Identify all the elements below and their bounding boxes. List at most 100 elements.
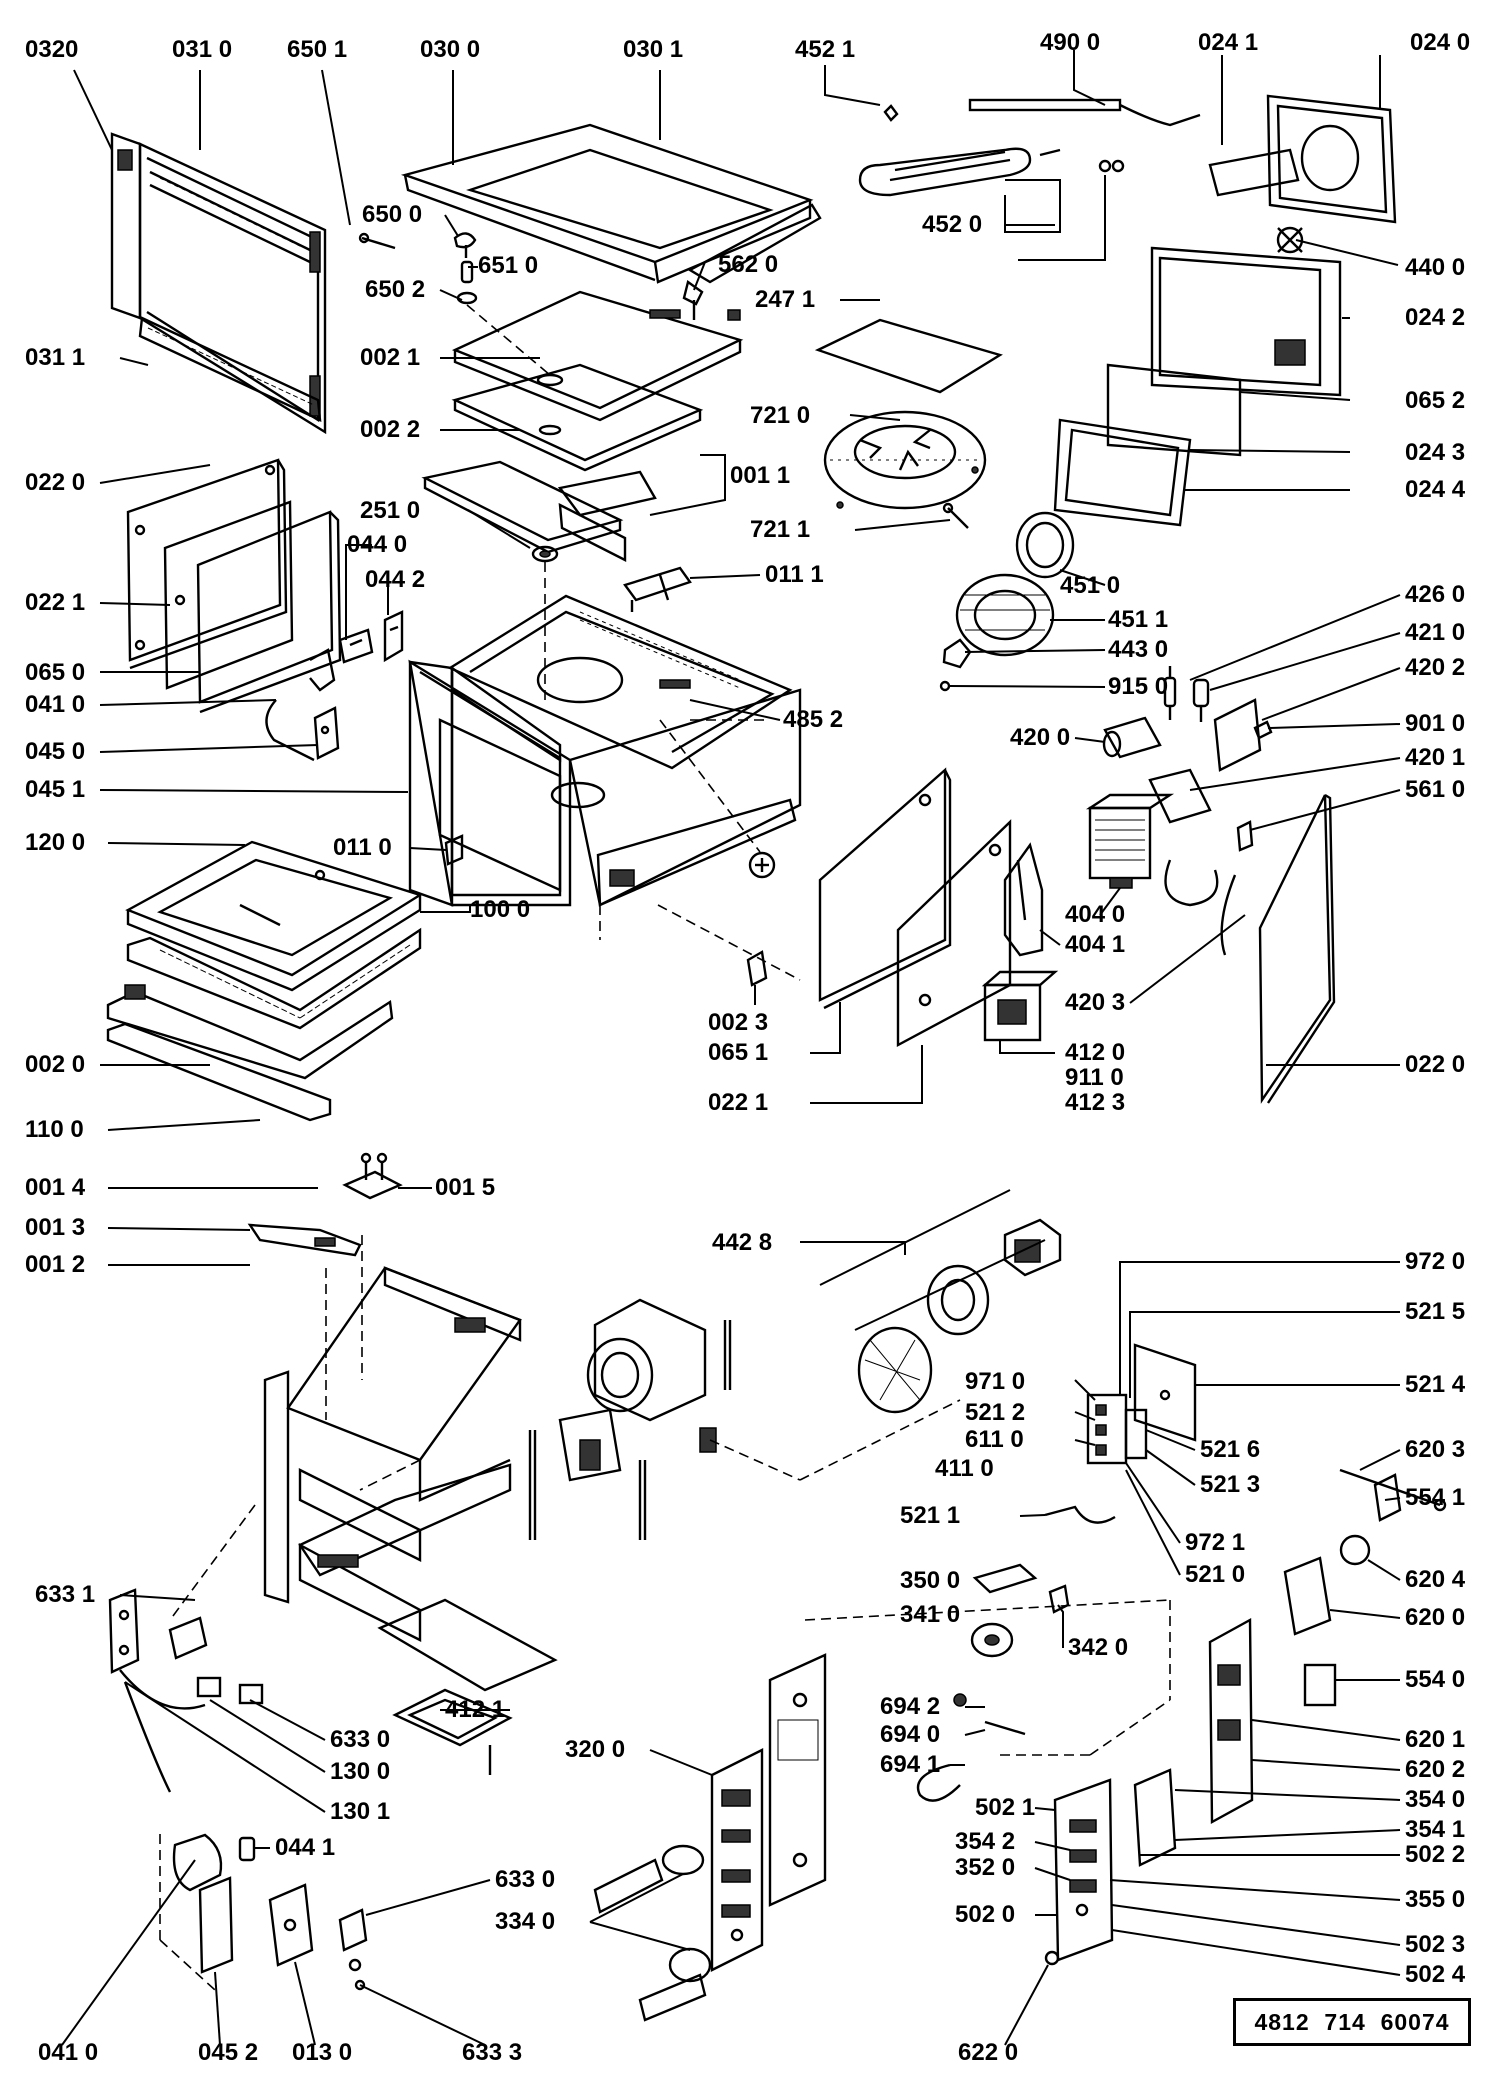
part-top-cover-0300 [400,123,822,284]
callout-label-0320: 0320 [25,36,78,63]
callout-label-3410: 341 0 [900,1601,960,1628]
callout-label-0012: 001 2 [25,1251,85,1278]
callout-label-7210: 721 0 [750,402,810,429]
callout-label-0310: 031 0 [172,36,232,63]
callout-label-3340: 334 0 [495,1908,555,1935]
part-ring-4510 [1015,511,1075,579]
part-capacitor-4200 [1102,716,1162,759]
part-bracket-0442 [383,610,404,663]
part-switch-6330b [338,1908,368,1991]
callout-label-0021: 002 1 [360,344,420,371]
part-fuse-4260 [1163,666,1177,720]
callout-label-0452: 045 2 [198,2039,258,2066]
callout-label-5540: 554 0 [1405,1666,1465,1693]
callout-label-1100: 110 0 [25,1116,84,1143]
callout-label-0650: 065 0 [25,659,85,686]
callout-label-0015: 001 5 [435,1174,495,1201]
callout-label-0301: 030 1 [623,36,683,63]
callout-label-3542: 354 2 [955,1828,1015,1855]
part-motor-4430 [942,638,972,669]
part-door-1200 [125,840,423,992]
part-bushing-2510 [531,545,559,563]
part-fan-4511 [955,573,1055,657]
callout-label-0450: 045 0 [25,738,85,765]
callout-label-6941: 694 1 [880,1751,940,1778]
callout-label-0022: 002 2 [360,416,420,443]
callout-label-5541: 554 1 [1405,1484,1465,1511]
part-lamp-6200 [1283,1556,1332,1636]
callout-label-6940: 694 0 [880,1721,940,1748]
callout-label-0014: 001 4 [25,1174,86,1201]
callout-label-0221: 022 1 [25,589,85,616]
part-latch-0111 [623,566,692,612]
part-sensor-6203 [1373,1473,1402,1522]
callout-label-0451: 045 1 [25,776,85,803]
part-bracket-0410 [265,648,336,762]
part-back-panel-0242 [1150,246,1342,397]
part-switch-0440 [338,628,374,664]
part-clip-9010 [1253,720,1273,740]
callout-label-4260: 426 0 [1405,581,1465,608]
callout-label-4120: 412 0 [1065,1039,1125,1066]
callout-label-4123: 412 3 [1065,1089,1125,1116]
part-handle-1100 [106,1022,332,1122]
callout-label-9150: 915 0 [1108,673,1168,700]
part-fan-cover-0240 [1266,94,1397,224]
part-shaft-7211 [942,502,969,529]
part-clip-4521 [883,104,899,122]
callout-label-5210: 521 0 [1185,1561,1245,1588]
part-fan-blade-4428 [857,1218,1062,1414]
part-switch-0441 [238,1836,256,1862]
part-screw-6501 [358,232,396,250]
part-clip-5610 [1236,820,1254,852]
callout-label-5020: 502 0 [955,1901,1015,1928]
callout-label-3520: 352 0 [955,1854,1015,1881]
callout-label-0220: 022 0 [25,469,85,496]
callout-label-0011: 001 1 [730,462,790,489]
part-heater-4520 [858,147,1061,197]
part-panel-0221-right [896,819,1012,1048]
part-screw-9150 [939,680,951,692]
callout-label-3200: 320 0 [565,1736,625,1763]
callout-label-6204: 620 4 [1405,1566,1466,1593]
callout-label-5216: 521 6 [1200,1436,1260,1463]
callout-label-0130: 013 0 [292,2039,352,2066]
callout-label-4511: 451 1 [1108,606,1168,633]
callout-label-5023: 502 3 [1405,1931,1465,1958]
part-fan-assembly [528,1298,732,1540]
callout-label-9010: 901 0 [1405,710,1465,737]
callout-label-4428: 442 8 [712,1229,772,1256]
part-lever-1300 [119,1669,206,1793]
callout-label-0651: 065 1 [708,1039,768,1066]
callout-label-6110: 611 0 [965,1426,1024,1453]
callout-label-5213: 521 3 [1200,1471,1260,1498]
part-diode-4210 [1192,678,1210,722]
part-base-chassis [263,1235,558,1692]
part-wire-4203 [1164,859,1237,956]
callout-label-4202: 420 2 [1405,654,1465,681]
callout-label-5215: 521 5 [1405,1298,1465,1325]
callout-label-6203: 620 3 [1405,1436,1465,1463]
callout-label-0240: 024 0 [1410,29,1470,56]
callout-label-0111: 011 1 [765,561,824,588]
callout-label-0013: 001 3 [25,1214,85,1241]
callout-label-3550: 355 0 [1405,1886,1465,1913]
part-plate-2471 [814,318,1003,394]
part-lever-5211 [1044,1505,1116,1524]
callout-label-4040: 404 0 [1065,901,1125,928]
part-door-panel-0020 [106,984,394,1080]
part-bracket-0014 [247,1223,362,1257]
part-clip-0023 [746,950,768,987]
callout-label-4520: 452 0 [922,211,982,238]
callout-label-4510: 451 0 [1060,572,1120,599]
callout-label-9110: 911 0 [1065,1064,1124,1091]
part-bracket-4041 [1003,842,1044,957]
callout-label-0241: 024 1 [1198,29,1258,56]
callout-label-2510: 251 0 [360,497,420,524]
part-side-frame-0310 [110,132,327,435]
callout-label-9721: 972 1 [1185,1529,1245,1556]
part-timer-gear-3410 [970,1622,1014,1658]
callout-label-4521: 452 1 [795,36,855,63]
callout-label-0441: 044 1 [275,1834,335,1861]
part-stirrer-7210 [823,410,987,510]
